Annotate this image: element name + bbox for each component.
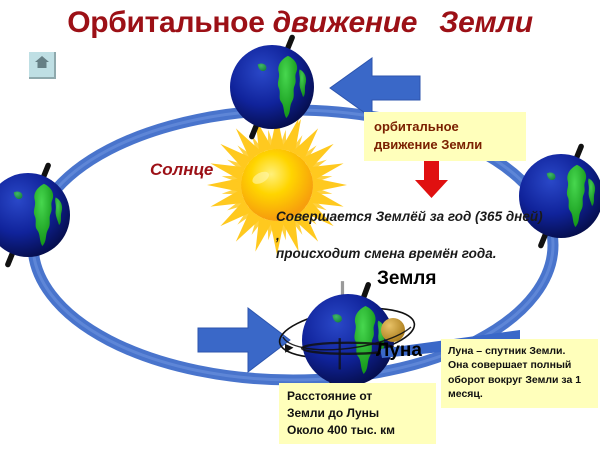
title-part-3: Земли (439, 6, 533, 39)
page-title: Орбитальное движение Земли (0, 6, 600, 40)
home-button[interactable] (29, 52, 56, 79)
moon-globe (381, 318, 405, 342)
title-part-2: движение (272, 6, 418, 39)
sun-label: Солнце (150, 160, 214, 179)
title-part-1: Орбитальное (67, 6, 273, 39)
callout-orbital-motion: орбитальное движение Земли (364, 112, 526, 162)
orbit-direction-arrow-bottom (197, 306, 291, 374)
callout-moon-info: Луна – спутник Земли. Она совершает полн… (441, 339, 598, 408)
red-down-arrow (415, 158, 448, 198)
callout-distance-info: Расстояние от Земли до Луны Около 400 ты… (279, 383, 436, 445)
sun-graphic (207, 115, 347, 255)
earth-globe-right (519, 143, 600, 249)
earth-globe-left (0, 162, 70, 268)
moon-orbit-front-arc (282, 326, 412, 351)
moon-label: Луна (376, 340, 422, 361)
home-icon (34, 55, 50, 74)
earth-label: Земля (377, 268, 437, 289)
orbit-description-text: Совершается Землёй за год (365 дней) , п… (276, 209, 543, 262)
earth-globe-top (230, 34, 314, 140)
